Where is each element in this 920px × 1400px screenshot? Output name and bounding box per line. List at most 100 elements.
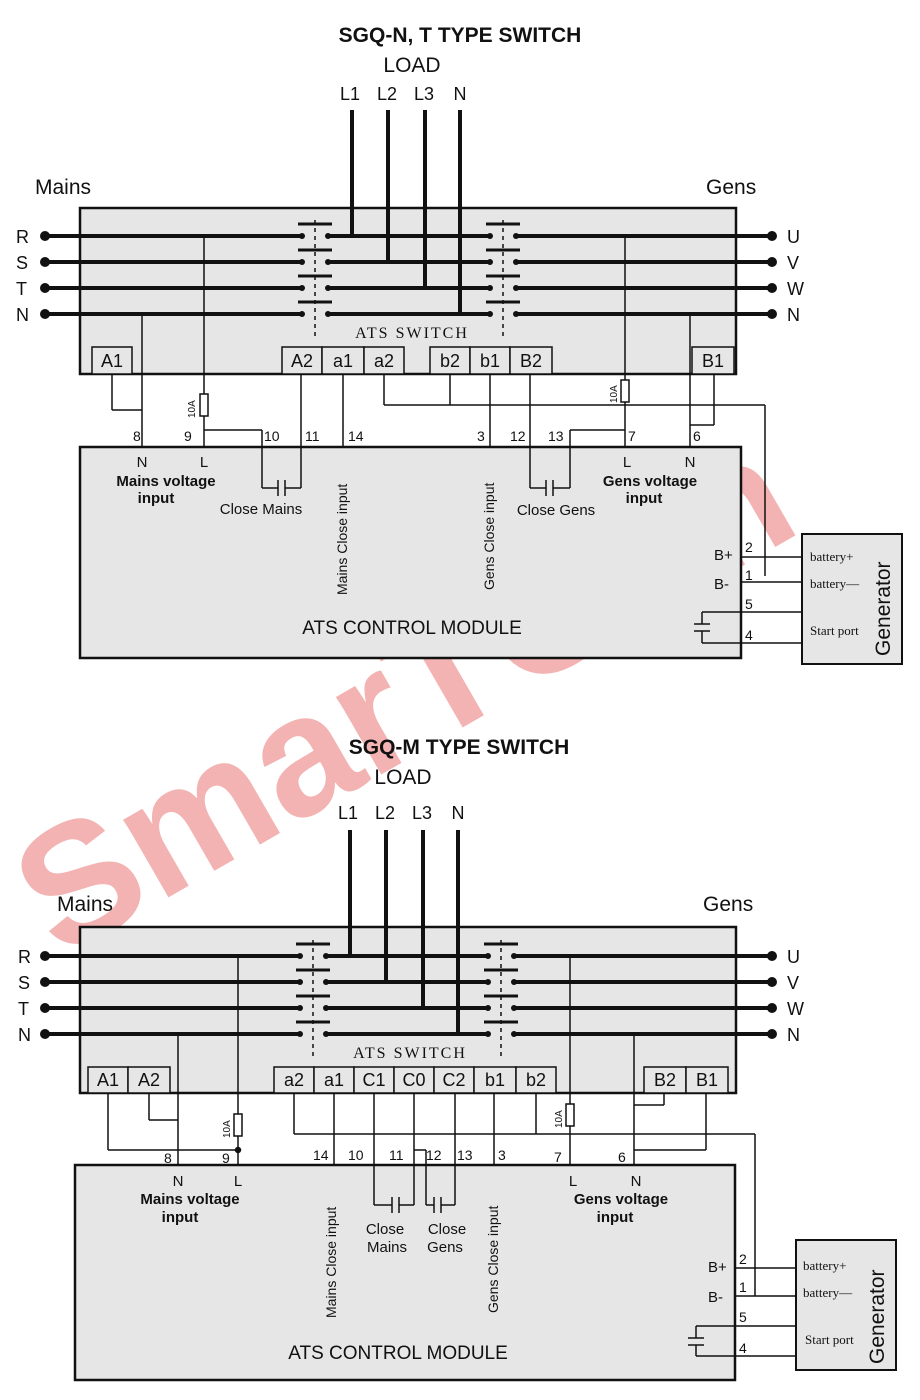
- bottom-terminal-b2: b2: [526, 1070, 546, 1090]
- top-terminal-b1-upper: B1: [702, 351, 724, 371]
- bottom-load-l3: L3: [412, 803, 432, 823]
- top-port-5: 5: [745, 596, 753, 612]
- top-mains-l: L: [200, 454, 208, 471]
- bottom-num-6: 6: [618, 1149, 626, 1165]
- bottom-num-14: 14: [313, 1147, 329, 1163]
- bottom-num-9: 9: [222, 1150, 230, 1166]
- top-phase-v: V: [787, 253, 799, 273]
- top-load-l3: L3: [414, 84, 434, 104]
- bottom-terminal-b1: b1: [485, 1070, 505, 1090]
- top-phase-w: W: [787, 279, 804, 299]
- bottom-num-13: 13: [457, 1147, 473, 1163]
- top-mains-voltage-2: input: [138, 490, 175, 507]
- bottom-phase-r: R: [18, 947, 31, 967]
- bottom-gens-close-input: Gens Close input: [485, 1205, 501, 1313]
- top-terminal-a2: a2: [374, 351, 394, 371]
- top-num-7: 7: [628, 428, 636, 444]
- top-load-label: LOAD: [383, 54, 440, 77]
- top-b-plus: B+: [714, 547, 733, 564]
- top-port-1: 1: [745, 567, 753, 583]
- top-b-minus: B-: [714, 576, 729, 593]
- bottom-load-l2: L2: [375, 803, 395, 823]
- bottom-phase-w: W: [787, 999, 804, 1019]
- top-terminal-a1-upper: A1: [101, 351, 123, 371]
- bottom-phase-n-mains: N: [18, 1025, 31, 1045]
- bottom-gens-voltage-1: Gens voltage: [574, 1191, 668, 1208]
- top-phase-n-gens: N: [787, 305, 800, 325]
- bottom-close-gens-2: Gens: [427, 1239, 463, 1256]
- bottom-port-2: 2: [739, 1251, 747, 1267]
- bottom-mains-label: Mains: [57, 893, 113, 916]
- bottom-b-minus: B-: [708, 1289, 723, 1306]
- bottom-mains-n: N: [173, 1173, 184, 1190]
- top-ats-switch-box: [78, 206, 738, 376]
- top-num-6: 6: [693, 428, 701, 444]
- top-num-3: 3: [477, 428, 485, 444]
- top-gens-label: Gens: [706, 176, 756, 199]
- bottom-phase-s: S: [18, 973, 30, 993]
- bottom-num-10: 10: [348, 1147, 364, 1163]
- top-load-n: N: [454, 84, 467, 104]
- top-gens-l: L: [623, 454, 631, 471]
- top-gens-voltage-2: input: [626, 490, 663, 507]
- bottom-load-label: LOAD: [374, 766, 431, 789]
- top-num-14: 14: [348, 428, 364, 444]
- top-gens-n: N: [685, 454, 696, 471]
- top-start-port: Start port: [810, 623, 859, 638]
- top-num-9: 9: [184, 428, 192, 444]
- top-terminal-b1: b1: [480, 351, 500, 371]
- bottom-battery-minus: battery—: [803, 1285, 853, 1300]
- top-mains-close-input: Mains Close input: [334, 484, 350, 595]
- bottom-gens-n: N: [631, 1173, 642, 1190]
- bottom-terminal-a2-upper: A2: [138, 1070, 160, 1090]
- top-num-11: 11: [305, 428, 320, 444]
- top-load-l1: L1: [340, 84, 360, 104]
- top-gens-voltage-1: Gens voltage: [603, 473, 697, 490]
- bottom-gens-label: Gens: [703, 893, 753, 916]
- bottom-battery-plus: battery+: [803, 1258, 846, 1273]
- top-num-8: 8: [133, 428, 141, 444]
- top-terminal-b2-upper: B2: [520, 351, 542, 371]
- bottom-phase-n-gens: N: [787, 1025, 800, 1045]
- bottom-gens-voltage-2: input: [597, 1209, 634, 1226]
- top-battery-plus: battery+: [810, 549, 853, 564]
- bottom-terminal-b2-upper: B2: [654, 1070, 676, 1090]
- top-mains-voltage-1: Mains voltage: [116, 473, 215, 490]
- bottom-generator-box: [795, 1239, 897, 1371]
- bottom-fuse-left: 10A: [222, 1120, 233, 1138]
- bottom-module-label: ATS CONTROL MODULE: [288, 1343, 508, 1364]
- top-num-13: 13: [548, 428, 564, 444]
- bottom-mains-voltage-1: Mains voltage: [140, 1191, 239, 1208]
- bottom-terminal-b1-upper: B1: [696, 1070, 718, 1090]
- bottom-num-12: 12: [426, 1147, 442, 1163]
- bottom-phase-u: U: [787, 947, 800, 967]
- top-gens-close-input: Gens Close input: [481, 482, 497, 590]
- top-close-mains: Close Mains: [220, 501, 303, 518]
- bottom-port-4: 4: [739, 1340, 747, 1356]
- top-phase-t: T: [16, 279, 27, 299]
- bottom-b-plus: B+: [708, 1259, 727, 1276]
- top-phase-r: R: [16, 227, 29, 247]
- bottom-diagram: SGQ-M TYPE SWITCH LOAD L1 L2 L3 N Mains …: [18, 736, 897, 1382]
- top-port-4: 4: [745, 627, 753, 643]
- top-ats-switch-label: ATS SWITCH: [355, 325, 469, 342]
- top-num-12: 12: [510, 428, 526, 444]
- top-generator-label: Generator: [872, 561, 895, 656]
- top-title: SGQ-N, T TYPE SWITCH: [339, 24, 582, 47]
- bottom-num-8: 8: [164, 1150, 172, 1166]
- bottom-mains-voltage-2: input: [162, 1209, 199, 1226]
- bottom-num-3: 3: [498, 1147, 506, 1163]
- top-generator-box: [801, 533, 903, 665]
- bottom-ats-switch-label: ATS SWITCH: [353, 1045, 467, 1062]
- top-battery-minus: battery—: [810, 576, 860, 591]
- top-module-label: ATS CONTROL MODULE: [302, 618, 522, 639]
- bottom-num-11: 11: [389, 1147, 404, 1163]
- bottom-terminal-c2: C2: [442, 1070, 465, 1090]
- bottom-title: SGQ-M TYPE SWITCH: [349, 736, 570, 759]
- bottom-phase-t: T: [18, 999, 29, 1019]
- bottom-load-l1: L1: [338, 803, 358, 823]
- top-phase-u: U: [787, 227, 800, 247]
- top-fuse-left: 10A: [187, 400, 198, 418]
- bottom-close-mains-1: Close: [366, 1221, 404, 1238]
